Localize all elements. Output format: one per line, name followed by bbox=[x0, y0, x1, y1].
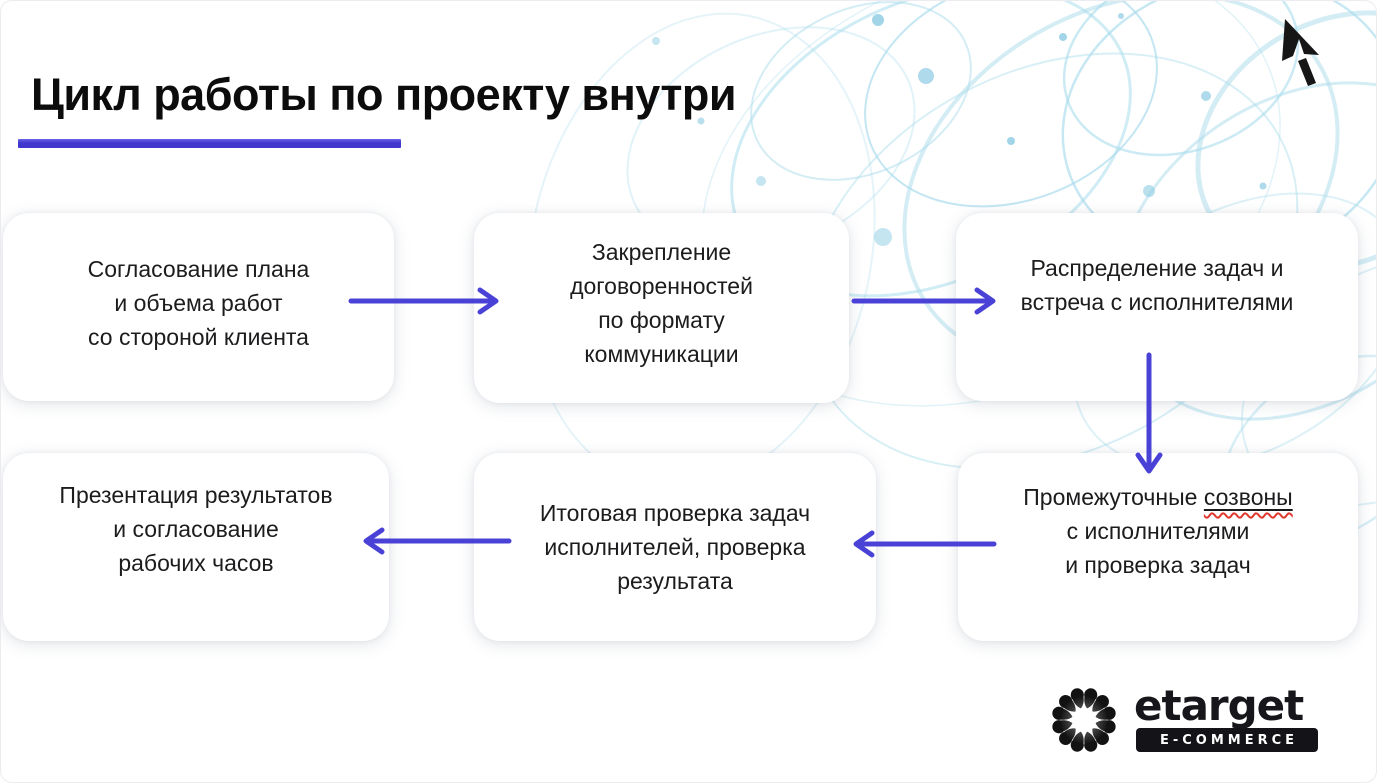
flow-box-text: Итоговая проверка задач исполнителей, пр… bbox=[540, 496, 810, 598]
box-text-line: исполнителей, проверка bbox=[544, 534, 806, 560]
box-text-line: со стороной клиента bbox=[88, 324, 309, 350]
box-text-line: с исполнителями bbox=[1066, 518, 1250, 544]
flow-box-results-presentation: Презентация результатов и согласование р… bbox=[3, 453, 389, 641]
box-text-line: результата bbox=[617, 568, 733, 594]
box-text-line: и согласование bbox=[113, 516, 279, 542]
brand-tagline-badge: E-COMMERCE bbox=[1136, 728, 1318, 752]
flow-box-text: Распределение задач и встреча с исполнит… bbox=[1021, 251, 1294, 319]
etarget-logo: etarget E-COMMERCE bbox=[1042, 680, 1332, 760]
box-text-line: встреча с исполнителями bbox=[1020, 289, 1294, 315]
box-text-line: и проверка задач bbox=[1065, 552, 1251, 578]
flow-box-text: Презентация результатов и согласование р… bbox=[59, 478, 332, 580]
box-text-line: Согласование плана bbox=[87, 256, 310, 282]
flow-box-task-distribution: Распределение задач и встреча с исполнит… bbox=[956, 213, 1358, 401]
sunburst-icon bbox=[1052, 688, 1116, 752]
box-text-line: по формату bbox=[598, 307, 725, 333]
flow-box-final-check: Итоговая проверка задач исполнителей, пр… bbox=[474, 453, 876, 641]
box-text-line: и объема работ bbox=[114, 290, 283, 316]
box-text-segment: Промежуточные bbox=[1023, 484, 1198, 510]
flow-box-plan-approval: Согласование плана и объема работ со сто… bbox=[3, 213, 394, 401]
box-text-line: рабочих часов bbox=[118, 550, 274, 576]
flow-box-text: Согласование плана и объема работ со сто… bbox=[88, 252, 310, 354]
page-title: Цикл работы по проекту внутри bbox=[31, 69, 737, 120]
box-text-line: Итоговая проверка задач bbox=[539, 500, 811, 526]
box-text-line: Закрепление bbox=[591, 239, 732, 265]
box-text-line: коммуникации bbox=[584, 341, 739, 367]
brand-name: etarget bbox=[1134, 681, 1304, 730]
flow-box-text: Закрепление договоренностей по формату к… bbox=[570, 235, 753, 371]
flow-box-agreements: Закрепление договоренностей по формату к… bbox=[474, 213, 849, 403]
box-text-line: Распределение задач и bbox=[1030, 255, 1284, 281]
title-underline bbox=[18, 139, 401, 148]
spellcheck-underlined-word: созвоны bbox=[1203, 484, 1293, 510]
box-text-line: Презентация результатов bbox=[59, 482, 333, 508]
cursor-a-logo-icon bbox=[1282, 19, 1319, 86]
box-text-line: договоренностей bbox=[570, 273, 753, 299]
